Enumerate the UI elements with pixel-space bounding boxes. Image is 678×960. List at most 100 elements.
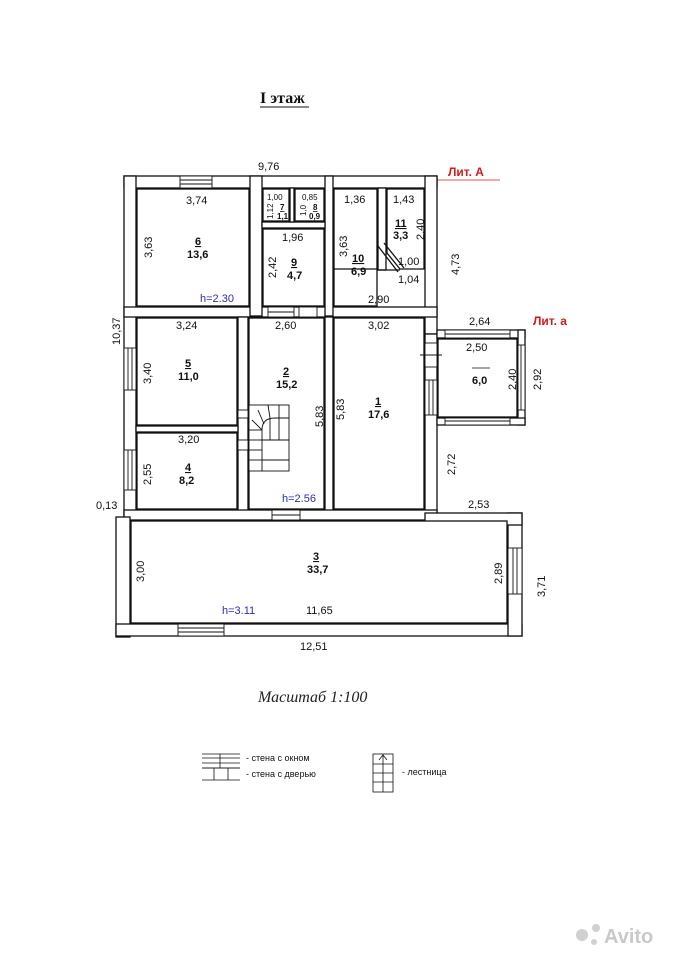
window-veranda-bottom [444,417,511,426]
r10-width: 1,36 [344,194,365,206]
watermark: Avito [576,924,653,948]
legend-stairs-symbol [372,753,394,793]
room-3-outline [130,520,508,624]
dim-right-mid: 4,73 [450,254,462,275]
r9-number: 9 [291,257,297,269]
wall-7-8 [289,187,295,223]
room-9-outline [262,228,325,307]
r11-width: 1,43 [393,194,414,206]
door-5 [237,409,249,419]
r2-depth: 5,83 [314,406,326,427]
r7-area: 1,1 [277,212,289,221]
window-left-5 [123,347,137,391]
dim-left-overall: 10,37 [111,317,123,345]
r3-depth: 3,00 [135,561,147,582]
wall-top [123,175,438,189]
room-6-area [137,189,249,306]
r1-area: 17,6 [368,409,389,421]
floor-title: I этаж [260,90,305,107]
windows [123,175,526,637]
r1-depth: 5,83 [335,399,347,420]
watermark-dot-3 [591,939,597,945]
r8-number: 8 [313,203,318,212]
r9-depth: 2,42 [267,257,279,278]
r2-width: 2,60 [275,320,296,332]
legend [202,753,394,793]
r6-area: 13,6 [187,249,208,261]
veranda-area [438,339,517,417]
r11-number: 11 [395,218,407,230]
legend-window-label: - стена с окном [246,753,310,763]
dim-bottom-overall: 12,51 [300,641,328,653]
r7-number: 7 [280,203,285,212]
r6-height: h=2.30 [200,293,234,305]
r3-depth2: 2,89 [493,563,505,584]
r4-area: 8,2 [179,475,194,487]
doors [237,306,442,521]
dim-right-low: 2,53 [468,499,489,511]
r5-area: 11,0 [178,371,199,383]
room-interiors [131,189,517,623]
r10-width2: 2,90 [368,294,389,306]
r10-number: 10 [352,253,364,265]
r11-depth: 2,40 [415,219,427,240]
legend-window-symbol [202,753,240,769]
door-4 [237,439,249,451]
r6-width: 3,74 [186,195,207,207]
r4-number: 4 [185,462,192,474]
lit-a-small-label: Лит. а [533,314,567,328]
room-1-outline [333,317,425,510]
dim-step: 0,13 [96,500,117,512]
wall-5-4 [135,425,239,433]
r2-height: h=2.56 [282,493,316,505]
window-top-6 [179,175,213,189]
watermark-dot-1 [576,929,588,941]
window-right-1 [424,379,438,416]
veranda-depth: 2,40 [507,369,519,390]
room-11-chamfer [377,245,399,273]
dim-right-low-v: 3,71 [536,576,548,597]
r5-number: 5 [185,358,191,370]
room-9-area [263,229,324,306]
r8-area: 0,9 [309,212,321,221]
room-4-outline [136,432,238,510]
r9-area: 4,7 [287,270,302,282]
veranda-depth-outer: 2,92 [532,369,544,390]
watermark-dot-2 [592,924,600,932]
window-left-4 [123,449,137,491]
room-10-area [334,189,377,306]
r3-width: 11,65 [306,605,333,617]
wall-2-1 [324,316,334,518]
room-4-area [137,433,237,509]
room-7-outline [262,188,290,222]
r5-width: 3,24 [176,320,197,332]
r11-area: 3,3 [393,230,408,242]
window-right-3 [507,547,523,595]
door-10 [298,306,318,318]
r6-depth: 3,63 [143,237,155,258]
dim-right-mid-v: 2,72 [446,454,458,475]
r3-area: 33,7 [307,564,328,576]
r2-area: 15,2 [276,379,297,391]
room-3-area [131,521,507,623]
wall-6-9 [249,175,263,317]
room-5-outline [136,317,238,426]
r1-number: 1 [375,396,381,408]
staircase [248,404,290,472]
room-6-outline [136,188,250,307]
legend-door-label: - стена с дверью [246,769,316,779]
wall-10-11 [377,187,387,271]
wall-7-9 [261,221,326,229]
room-10-outline [333,188,378,307]
room-11-outline [386,188,425,270]
wall-9-10 [324,175,334,317]
room-1-area [334,318,424,509]
r4-width: 3,20 [178,434,199,446]
r11-width3: 1,04 [398,274,419,286]
room-11-chamfer-inner [383,242,405,269]
r2-number: 2 [283,366,289,378]
r9-width: 1,96 [282,232,303,244]
r3-height: h=3.11 [222,605,255,617]
scale-label: Масштаб 1:100 [257,689,367,706]
